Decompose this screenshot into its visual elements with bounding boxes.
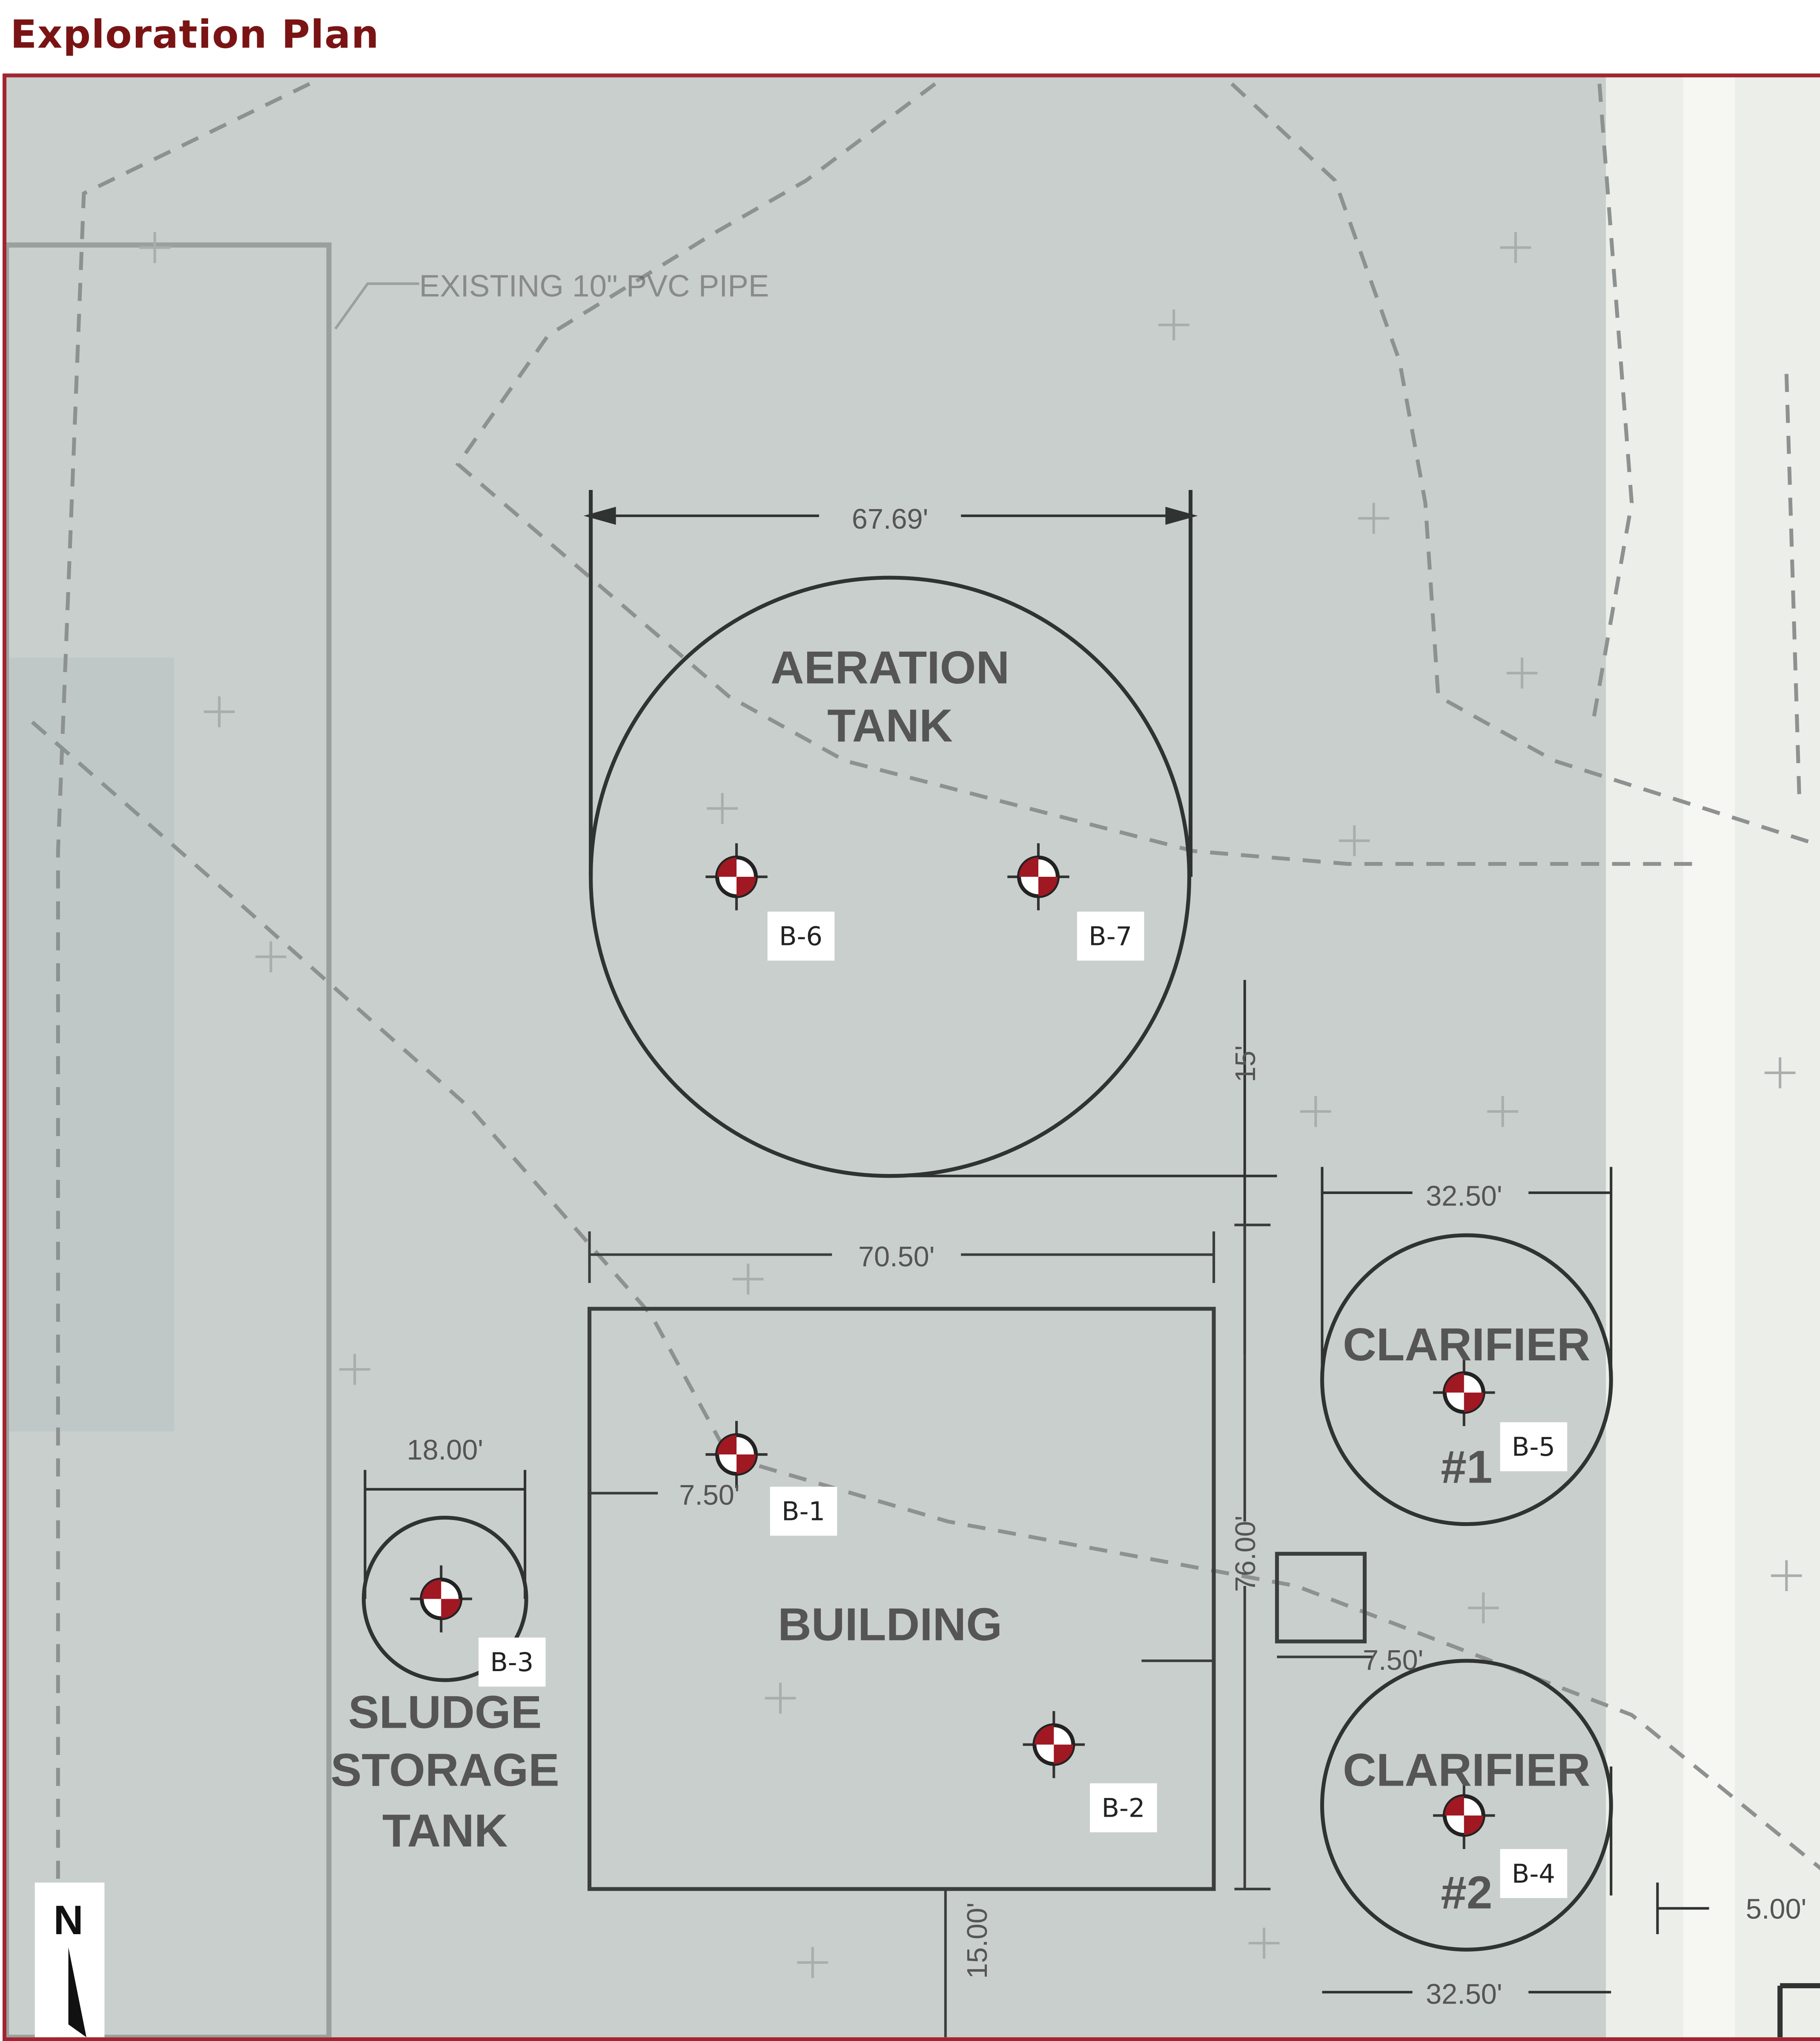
- site-plan-map: EXISTING 10" PVC PIPE AERATION TANK BUIL…: [6, 77, 1820, 2038]
- dim-clarifier-offset: 7.50': [1363, 1645, 1423, 1676]
- aeration-tank-label-2: TANK: [827, 700, 953, 752]
- boring-label-b7: B-7: [1077, 911, 1144, 961]
- map-frame: EXISTING 10" PVC PIPE AERATION TANK BUIL…: [3, 73, 1820, 2041]
- dim-aeration-width: 67.69': [852, 504, 929, 535]
- boring-markers: [410, 843, 1495, 1849]
- north-label: N: [54, 1897, 83, 1943]
- building-label: BUILDING: [778, 1598, 1002, 1650]
- boring-label-b5: B-5: [1500, 1422, 1567, 1471]
- boring-label-b1: B-1: [770, 1486, 837, 1536]
- sludge-tank-label-2: STORAGE: [331, 1744, 559, 1796]
- dim-building-height: 76.00': [1230, 1516, 1261, 1592]
- clarifier1-number: #1: [1441, 1441, 1492, 1493]
- dim-setback: 15': [1230, 1045, 1261, 1082]
- dim-right-offset: 5.00': [1746, 1894, 1806, 1925]
- clarifier2-number: #2: [1441, 1866, 1492, 1918]
- boring-label-b4: B-4: [1500, 1849, 1567, 1898]
- clarifier2-label: CLARIFIER: [1343, 1744, 1591, 1796]
- dim-sludge-width: 18.00': [407, 1434, 484, 1466]
- boring-label-b2: B-2: [1090, 1783, 1157, 1832]
- sludge-tank-label-3: TANK: [382, 1805, 508, 1857]
- page-title: Exploration Plan: [10, 13, 380, 58]
- pipe-label: EXISTING 10" PVC PIPE: [419, 269, 769, 303]
- dim-bottom-offset: 15.00': [962, 1902, 993, 1978]
- boring-label-b6: B-6: [767, 911, 834, 961]
- sludge-tank-label: SLUDGE: [348, 1686, 542, 1738]
- dim-clarifier1-width: 32.50': [1426, 1180, 1502, 1212]
- clarifier1-label: CLARIFIER: [1343, 1319, 1591, 1371]
- boring-label-b3: B-3: [479, 1637, 545, 1687]
- dim-building-offset: 7.50': [679, 1480, 739, 1511]
- dim-building-width: 70.50': [858, 1241, 935, 1273]
- aeration-tank-label: AERATION: [771, 642, 1009, 694]
- dim-clarifier2-width: 32.50': [1426, 1979, 1502, 2010]
